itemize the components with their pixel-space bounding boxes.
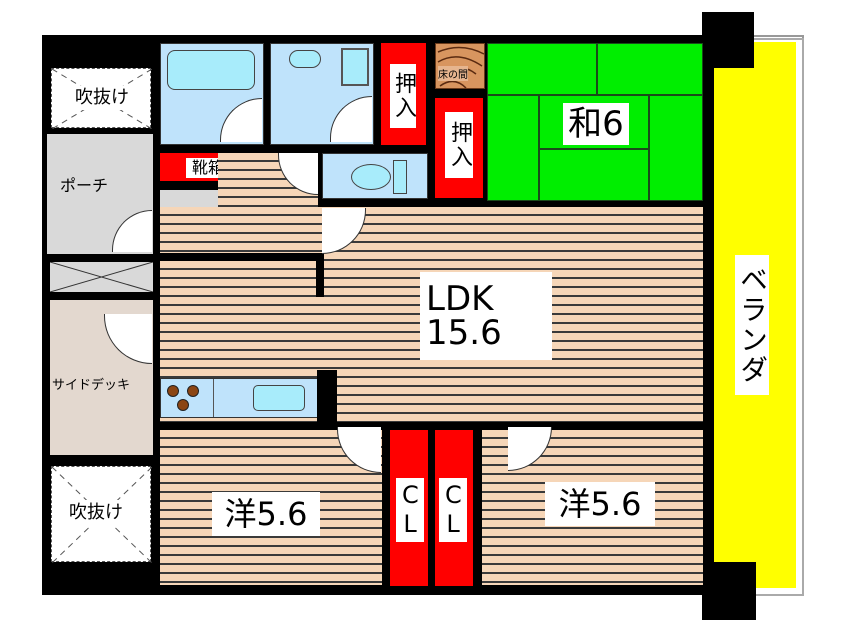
hall-wall-stub [316,253,324,297]
bathtub-icon [167,50,255,90]
ldk-name: LDK [426,279,494,319]
bedroom-left-label: 洋5.6 [212,492,320,536]
counter-divider [213,379,214,417]
toilet-bowl-icon [351,164,391,190]
side-deck-label: サイドデッキ [52,378,131,393]
closet-left-label: CL [396,478,424,542]
tatami-mat [539,149,649,201]
kitchen-sink-icon [253,385,305,411]
toilet-tank-icon [393,160,407,194]
tatami-mat [487,43,597,95]
tatami-mat [487,95,539,201]
washer-icon [341,48,369,86]
kitchen-wall [317,370,337,422]
tokonoma-label: 床の間 [438,66,468,81]
washitsu [487,43,703,201]
ldk-size: 15.6 [426,313,502,353]
veranda-label: ベランダ [735,255,769,395]
closet-left-text: CL [402,481,419,538]
oshiire-1-label: 押入 [390,64,416,128]
void-bottom-label: 吹抜け [58,500,134,526]
void-strip [50,262,153,292]
washroom [270,43,374,145]
stove-burner-icon [187,385,199,397]
washitsu-label: 和6 [563,103,629,145]
stove-burner-icon [177,399,189,411]
stove-burner-icon [167,385,179,397]
hall-wall [155,253,323,261]
bedroom-right-label: 洋5.6 [545,482,655,526]
tatami-mat [649,95,703,201]
bathroom [160,43,264,145]
tatami-mat [597,43,703,95]
sink-icon [289,50,321,68]
closet-right-label: CL [439,478,467,542]
closet-right-text: CL [445,481,462,538]
porch-label: ポーチ [60,176,109,195]
oshiire-2-label: 押入 [445,112,473,178]
toilet [322,153,428,199]
kitchen-counter [160,378,318,418]
void-top-label: 吹抜け [64,86,140,110]
ldk-label: LDK 15.6 [420,272,552,360]
